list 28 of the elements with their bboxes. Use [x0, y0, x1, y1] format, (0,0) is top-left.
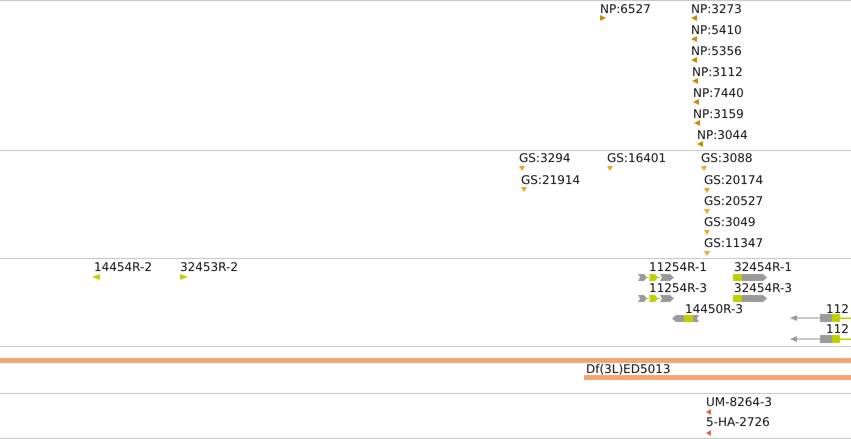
feature-label: GS:21914 [521, 173, 580, 187]
feature-label: 112 [826, 322, 849, 336]
feature-label: 5-HA-2726 [706, 415, 770, 429]
feature-label: 11254R-3 [649, 281, 707, 295]
feature-label: 112 [826, 302, 849, 316]
feature-label: 14454R-2 [94, 260, 152, 274]
feature-label: UM-8264-3 [706, 395, 772, 409]
feature-label: 32454R-3 [734, 281, 792, 295]
feature-label: GS:11347 [704, 236, 764, 250]
feature-label: GS:16401 [607, 151, 666, 165]
feature-label: NP:5356 [691, 44, 742, 58]
feature-label: NP:3044 [697, 128, 748, 142]
feature-label: NP:3159 [693, 107, 744, 121]
feature-label: 14450R-3 [685, 302, 743, 316]
feature-label: NP:3273 [691, 2, 742, 16]
feature-label: GS:20174 [704, 173, 764, 187]
feature-label: GS:20527 [704, 194, 764, 208]
feature-label: GS:3294 [519, 151, 570, 165]
feature-label: 32454R-1 [734, 260, 792, 274]
feature-label: NP:6527 [600, 2, 651, 16]
feature-label: 32453R-2 [180, 260, 238, 274]
feature-label: NP:7440 [693, 86, 744, 100]
feature-label: 11254R-1 [649, 260, 707, 274]
feature-label: NP:3112 [692, 65, 743, 79]
feature-label: NP:5410 [691, 23, 742, 37]
feature-label: GS:3088 [701, 151, 752, 165]
feature-label: GS:3049 [704, 215, 756, 229]
feature-label: Df(3L)ED5013 [586, 362, 671, 376]
